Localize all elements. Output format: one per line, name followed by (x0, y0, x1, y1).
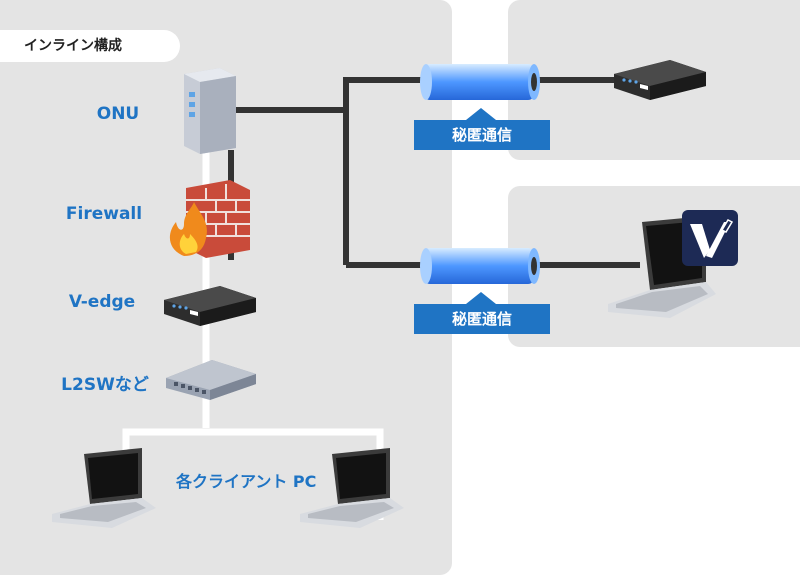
switch-icon (166, 360, 256, 400)
tunnel-icon (420, 64, 540, 100)
v-logo-icon (682, 210, 738, 266)
badge-pointer (466, 292, 496, 304)
badge-pointer (466, 108, 496, 120)
vedge-label: V-edge (68, 292, 136, 312)
server-icon (184, 68, 236, 154)
secure-channel-badge: 秘匿通信 (414, 120, 550, 150)
laptop-icon (52, 448, 156, 528)
firewall-icon (169, 180, 250, 258)
l2sw-label: L2SWなど (61, 375, 149, 395)
firewall-label: Firewall (65, 204, 143, 224)
router-icon (164, 286, 256, 326)
configuration-tag: インライン構成 (0, 30, 180, 62)
tunnel-icon (420, 248, 540, 284)
onu-label: ONU (96, 104, 140, 124)
clients-label: 各クライアント PC (176, 472, 317, 491)
secure-channel-badge: 秘匿通信 (414, 304, 550, 334)
laptop-icon (300, 448, 404, 528)
router-icon (614, 60, 706, 100)
